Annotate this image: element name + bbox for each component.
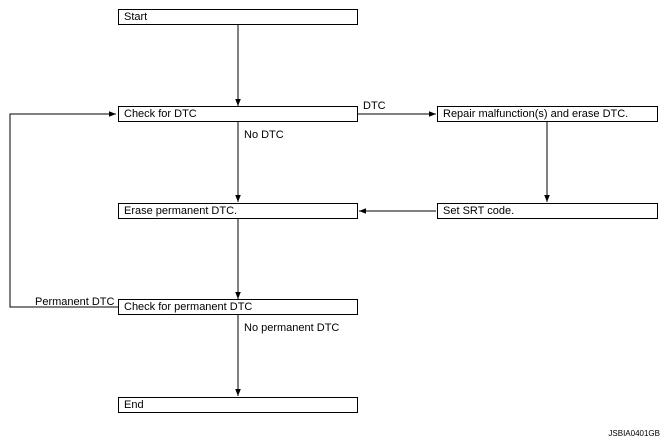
branch-label-permanent-dtc: Permanent DTC	[35, 296, 115, 308]
repair-label: Repair malfunction(s) and erase DTC.	[443, 108, 629, 120]
set-srt-label: Set SRT code.	[443, 205, 515, 217]
start-label: Start	[124, 11, 148, 23]
branch-label-dtc: DTC	[363, 100, 386, 112]
check-dtc-label: Check for DTC	[124, 108, 197, 120]
start-box: Start	[118, 9, 358, 25]
end-box: End	[118, 397, 358, 413]
set-srt-box: Set SRT code.	[437, 203, 658, 219]
branch-label-no-dtc: No DTC	[244, 129, 284, 141]
end-label: End	[124, 399, 144, 411]
figure-code: JSBIA0401GB	[608, 429, 660, 438]
repair-box: Repair malfunction(s) and erase DTC.	[437, 106, 658, 122]
check-permanent-label: Check for permanent DTC	[124, 301, 253, 313]
erase-permanent-label: Erase permanent DTC.	[124, 205, 238, 217]
arrow-permanent-loop	[9, 111, 118, 308]
check-permanent-box: Check for permanent DTC	[118, 299, 358, 315]
branch-label-no-permanent-dtc: No permanent DTC	[244, 322, 340, 334]
check-dtc-box: Check for DTC	[118, 106, 358, 122]
erase-permanent-box: Erase permanent DTC.	[118, 203, 358, 219]
